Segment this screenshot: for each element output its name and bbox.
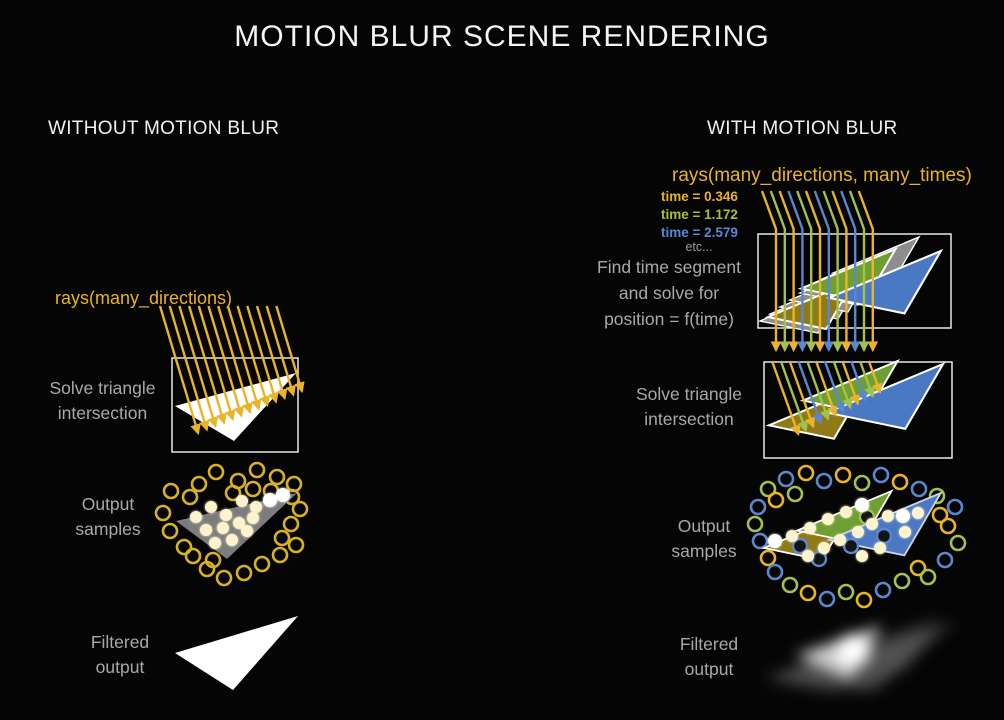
time3-triangle <box>825 248 944 315</box>
left-filtered-triangle <box>175 616 298 690</box>
time-label-3: time = 2.579 <box>661 225 738 240</box>
left-column-heading: WITHOUT MOTION BLUR <box>48 118 280 139</box>
right-filtered-blur <box>765 616 955 696</box>
right-ray-bundle <box>760 190 879 353</box>
solve-blue-triangle <box>823 361 946 430</box>
page-title: MOTION BLUR SCENE RENDERING <box>234 20 770 53</box>
time-label-etc: etc... <box>685 240 713 254</box>
right-intersection-rays <box>770 360 883 437</box>
right-column-heading: WITH MOTION BLUR <box>707 118 898 139</box>
left-output-samples <box>154 461 309 587</box>
left-solve-label: Solve triangle intersection <box>49 378 156 423</box>
right-rays-label: rays(many_directions, many_times) <box>672 165 972 186</box>
left-filtered-label: Filtered output <box>90 632 150 677</box>
left-output-label: Output samples <box>75 494 141 539</box>
left-rays-label: rays(many_directions) <box>55 288 233 308</box>
right-filtered-label: Filtered output <box>679 634 739 679</box>
time-label-1: time = 0.346 <box>661 189 738 204</box>
right-solve-label: Solve triangle intersection <box>635 384 743 429</box>
left-ray-bundle <box>158 305 305 436</box>
right-output-label: Output samples <box>671 516 737 561</box>
find-time-segment-label: Find time segment and solve for position… <box>597 257 741 329</box>
right-intersection-box <box>763 358 953 459</box>
time-label-2: time = 1.172 <box>661 207 738 222</box>
right-output-samples <box>746 464 967 609</box>
